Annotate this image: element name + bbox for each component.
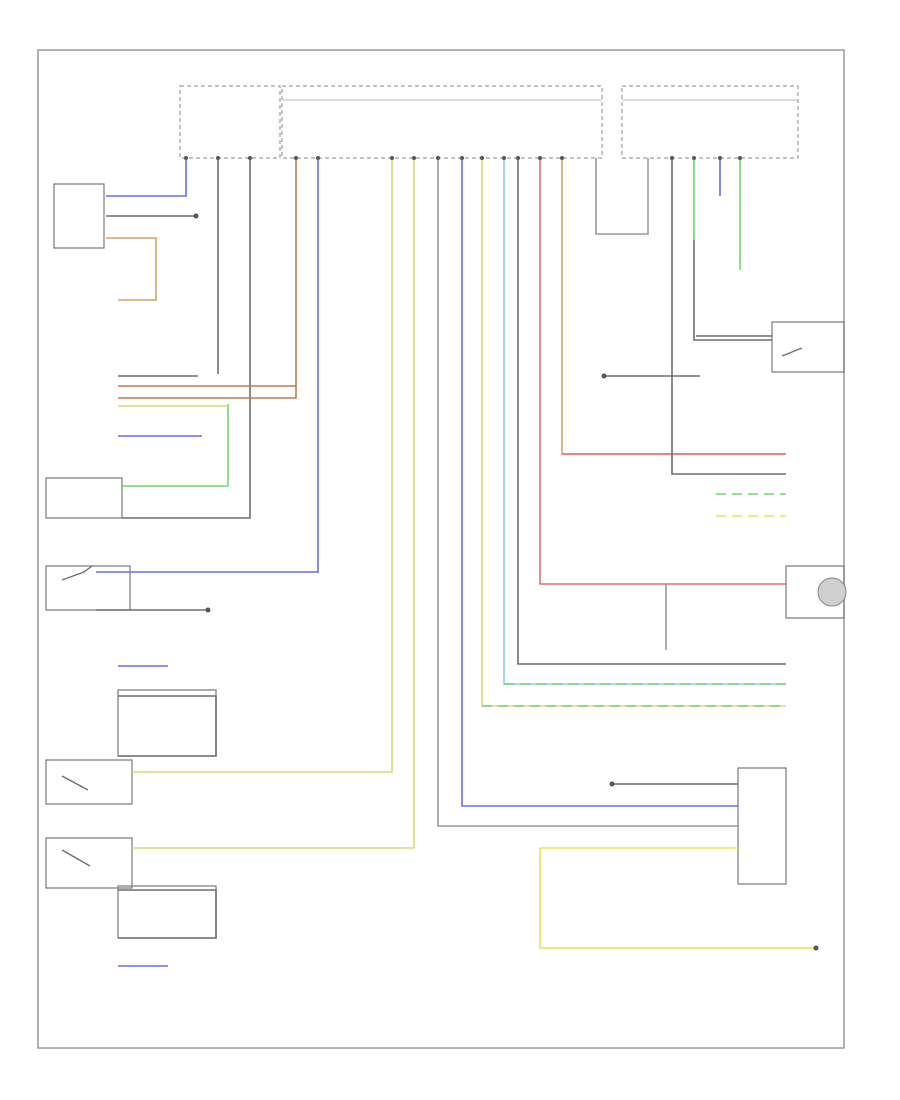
- passenger-latch-box: [117, 885, 217, 939]
- liftgate-switch-symbol: [61, 565, 93, 581]
- instrument-cluster-box: [45, 477, 123, 519]
- driver-latch-box: [45, 837, 133, 889]
- central-junction-box: [179, 85, 799, 159]
- diagram-frame: [37, 49, 845, 1049]
- driver-switch-symbol: [61, 849, 91, 867]
- rear-lh-door-module-box: [117, 689, 217, 757]
- pats-switch-symbol: [781, 347, 803, 357]
- wire-runs: [96, 158, 816, 967]
- steering-angle-box: [737, 767, 787, 885]
- rear-lh-switch-symbol: [61, 775, 89, 791]
- switch-symbols: [61, 347, 803, 867]
- rear-lh-latch-box: [45, 759, 133, 805]
- connector-pins: [184, 156, 819, 951]
- horn-symbol: [817, 577, 847, 607]
- component-boxes: [45, 183, 845, 939]
- pats-box: [771, 321, 845, 373]
- liftgate-switch-box: [45, 565, 131, 611]
- steering-lock-box: [53, 183, 105, 249]
